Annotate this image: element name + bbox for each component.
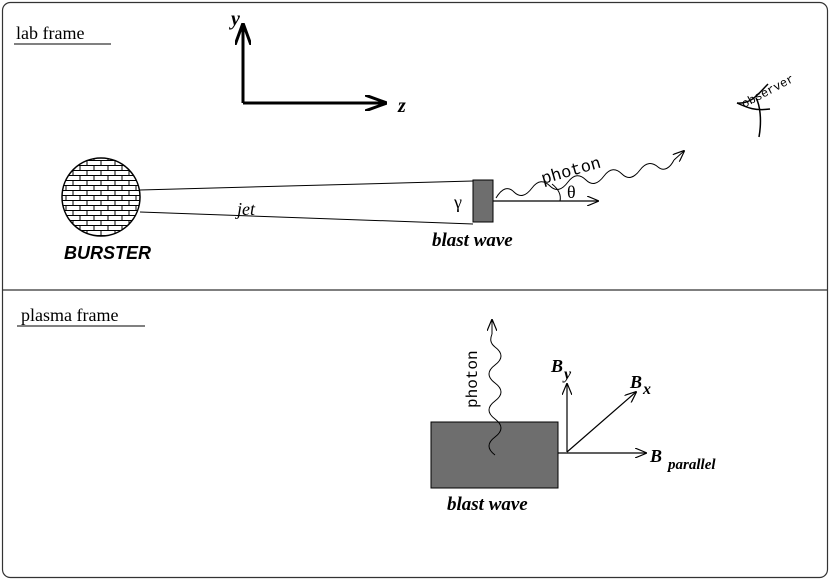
burster-label: BURSTER bbox=[64, 243, 151, 263]
blast-wave-slab-top bbox=[472, 179, 494, 223]
burster-outline bbox=[61, 157, 141, 237]
jet-upper-edge bbox=[139, 180, 474, 191]
blast-wave-label-bottom: blast wave bbox=[447, 494, 528, 515]
theta-label: θ bbox=[567, 182, 576, 202]
b-x-arrow bbox=[566, 392, 636, 453]
theta-arc bbox=[551, 183, 561, 202]
burster-brick-sphere bbox=[62, 158, 140, 236]
b-y-label: By bbox=[550, 356, 572, 383]
y-axis-label: y bbox=[229, 8, 240, 30]
photon-label-bottom: photon bbox=[464, 350, 482, 408]
z-axis-label: z bbox=[397, 95, 406, 117]
jet-lower-edge bbox=[139, 211, 474, 225]
observer-eye-icon bbox=[736, 83, 771, 138]
observer-label: observer bbox=[739, 72, 796, 111]
photon-ray-top bbox=[495, 159, 675, 199]
jet-label: jet bbox=[235, 199, 256, 219]
photon-arrowhead-top bbox=[674, 151, 684, 160]
lab-frame-label: lab frame bbox=[16, 23, 84, 43]
coordinate-axes: y z bbox=[229, 8, 406, 117]
blast-wave-label-top: blast wave bbox=[432, 230, 513, 251]
plasma-frame-label: plasma frame bbox=[21, 305, 118, 325]
lab-frame-panel: lab frame y z BURSTER jet γ blast wave θ bbox=[14, 8, 797, 263]
photon-ray-bottom bbox=[488, 333, 502, 456]
burster: BURSTER bbox=[61, 157, 151, 263]
b-x-label: Bx bbox=[629, 372, 651, 398]
gamma-label: γ bbox=[453, 192, 462, 212]
